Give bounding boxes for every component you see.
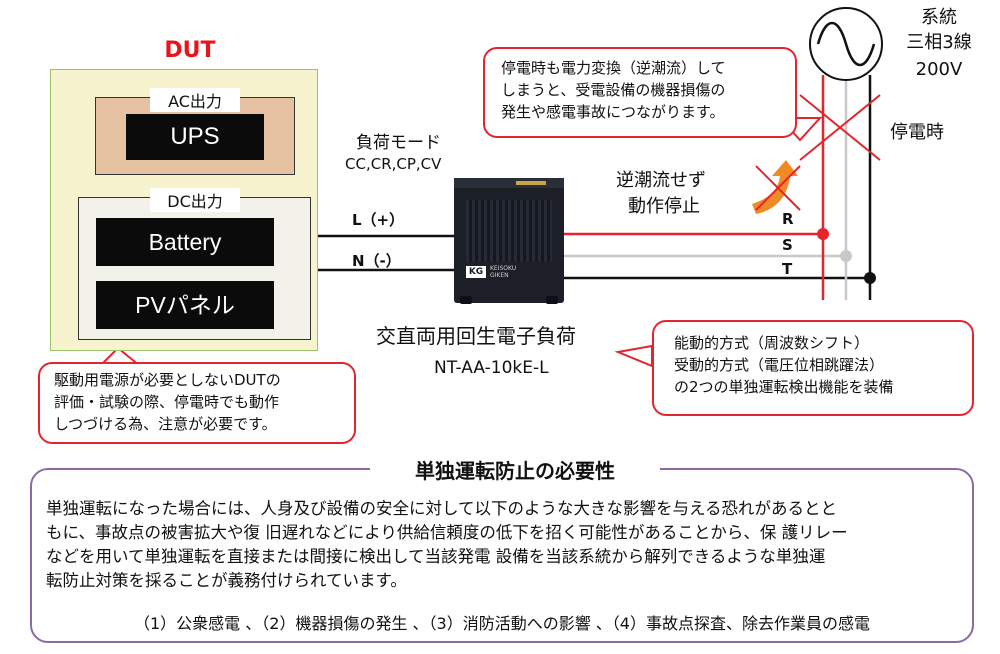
stop-line-1: 逆潮流せず — [616, 170, 706, 191]
summary-line: もに、事故点の被害拡大や復 旧遅れなどにより供給信頼度の低下を招く可能性があるこ… — [46, 523, 848, 542]
dut-title: DUT — [164, 38, 216, 63]
ac-output-label: AC出力 — [150, 88, 240, 112]
summary-hazard-list: （1）公衆感電 、（2）機器損傷の発生 、（3）消防活動への影響 、（4）事故点… — [134, 614, 870, 633]
dut-note-callout: 駆動用電源が必要としないDUTの 評価・試験の際、停電時でも動作 しつづける為、… — [38, 362, 356, 444]
phase-s-label: S — [782, 236, 793, 254]
detection-callout: 能動的方式（周波数シフト） 受動的方式（電圧位相跳躍法） の2つの単独運転検出機… — [652, 320, 974, 416]
load-model: NT-AA-10kE-L — [434, 358, 549, 378]
grid-phase: 三相3線 — [906, 32, 972, 53]
grid-label: 系統 — [921, 7, 957, 28]
phase-r-label: R — [782, 210, 794, 228]
maker-badge: KG — [466, 266, 486, 278]
detection-line: の2つの単独運転検出機能を装備 — [674, 378, 894, 396]
reverse-flow-arrow — [752, 160, 798, 214]
detection-line: 能動的方式（周波数シフト） — [674, 334, 870, 352]
line-n-label: N（-） — [352, 252, 401, 270]
outage-label: 停電時 — [890, 122, 944, 143]
reverse-flow-line: 停電時も電力変換（逆潮流）して — [501, 59, 726, 77]
line-l-label: L（+） — [352, 211, 405, 229]
junction-s — [840, 250, 852, 262]
dc-output-label: DC出力 — [150, 188, 240, 212]
summary-line: 転防止対策を採ることが義務付けられています。 — [46, 571, 407, 590]
grid-voltage: 200V — [915, 59, 963, 80]
dut-note-line: しつづける為、注意が必要です。 — [54, 415, 277, 433]
maker-name-1: KEISOKU — [490, 265, 517, 272]
junction-r — [817, 228, 829, 240]
summary-text: 単独運転になった場合には、人身及び設備の安全に対して以下のような大きな影響を与え… — [46, 497, 961, 593]
phase-t-label: T — [782, 260, 793, 278]
arrow-cross-b — [755, 165, 801, 211]
electronic-load-device: KG KEISOKU GIKEN — [454, 178, 564, 304]
detection-line: 受動的方式（電圧位相跳躍法） — [674, 356, 885, 374]
summary-line: 単独運転になった場合には、人身及び設備の安全に対して以下のような大きな影響を与え… — [46, 499, 838, 518]
junction-t — [864, 272, 876, 284]
summary-line: などを用いて単独運転を直接または間接に検出して当該発電 設備を当該系統から解列で… — [46, 547, 826, 566]
load-name: 交直両用回生電子負荷 — [376, 324, 576, 348]
dut-note-line: 評価・試験の際、停電時でも動作 — [54, 393, 280, 411]
load-mode-values: CC,CR,CP,CV — [345, 155, 442, 173]
reverse-flow-line: しまうと、受電設備の機器損傷の — [501, 81, 726, 99]
outage-cross-b — [799, 94, 881, 161]
pv-panel-block: PVパネル — [96, 281, 274, 329]
reverse-flow-callout: 停電時も電力変換（逆潮流）して しまうと、受電設備の機器損傷の 発生や感電事故に… — [483, 47, 797, 138]
load-mode-label: 負荷モード — [356, 133, 441, 153]
summary-title: 単独運転防止の必要性 — [370, 455, 660, 484]
battery-block: Battery — [96, 218, 274, 266]
sine-wave — [816, 22, 876, 66]
stop-line-2: 動作停止 — [628, 196, 700, 217]
reverse-flow-line: 発生や感電事故につながります。 — [501, 103, 725, 121]
ups-block: UPS — [126, 114, 264, 160]
dut-note-line: 駆動用電源が必要としないDUTの — [54, 371, 281, 389]
callout-tail-detection — [614, 344, 653, 368]
maker-name-2: GIKEN — [490, 272, 509, 279]
